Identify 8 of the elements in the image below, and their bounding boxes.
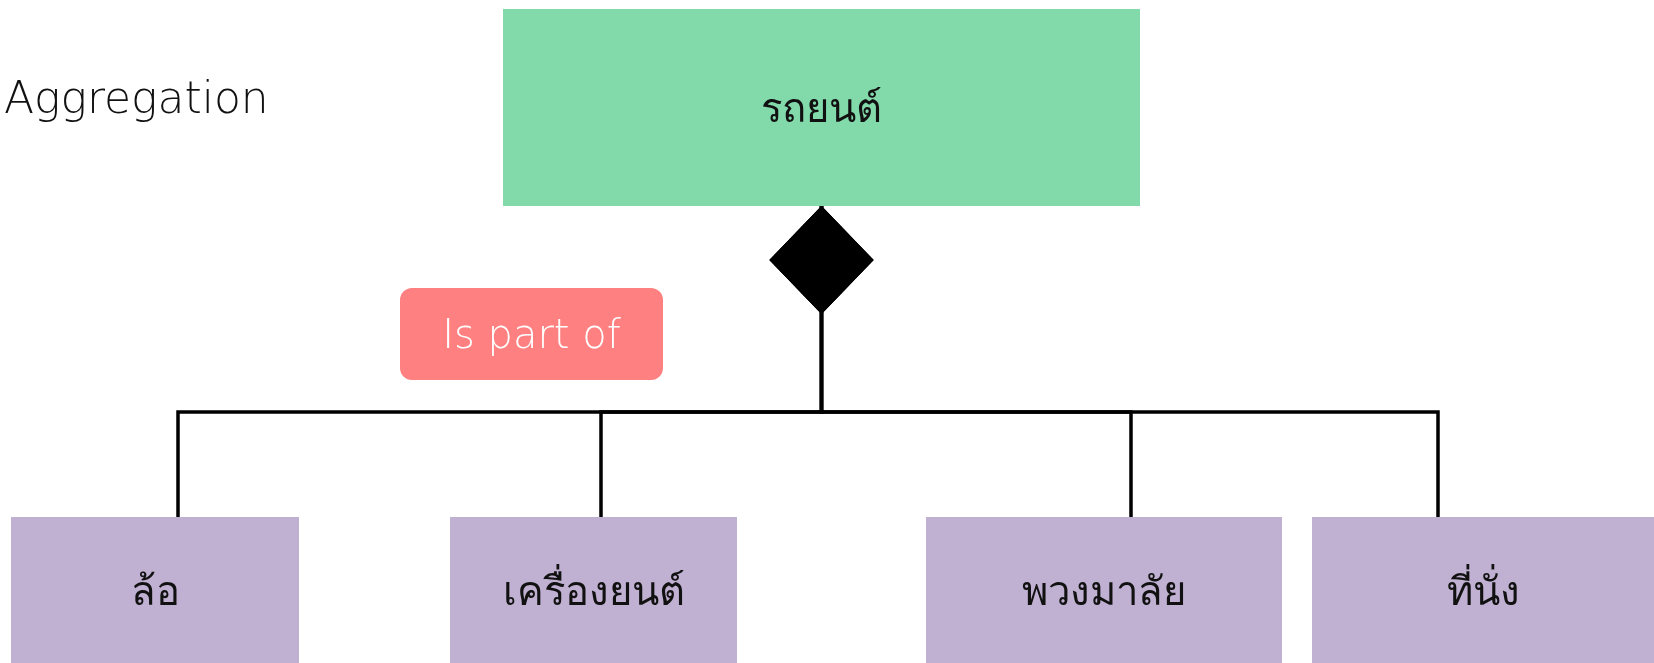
diagram-title: Aggregation xyxy=(4,72,269,123)
class-box: เครื่องยนต์ xyxy=(450,517,737,663)
class-box: ล้อ xyxy=(11,517,299,663)
class-box: พวงมาลัย xyxy=(926,517,1282,663)
relation-tag: Is part of xyxy=(400,288,663,380)
class-box: รถยนต์ xyxy=(503,9,1140,206)
composition-connector xyxy=(769,206,1440,517)
class-box: ที่นั่ง xyxy=(1312,517,1654,663)
